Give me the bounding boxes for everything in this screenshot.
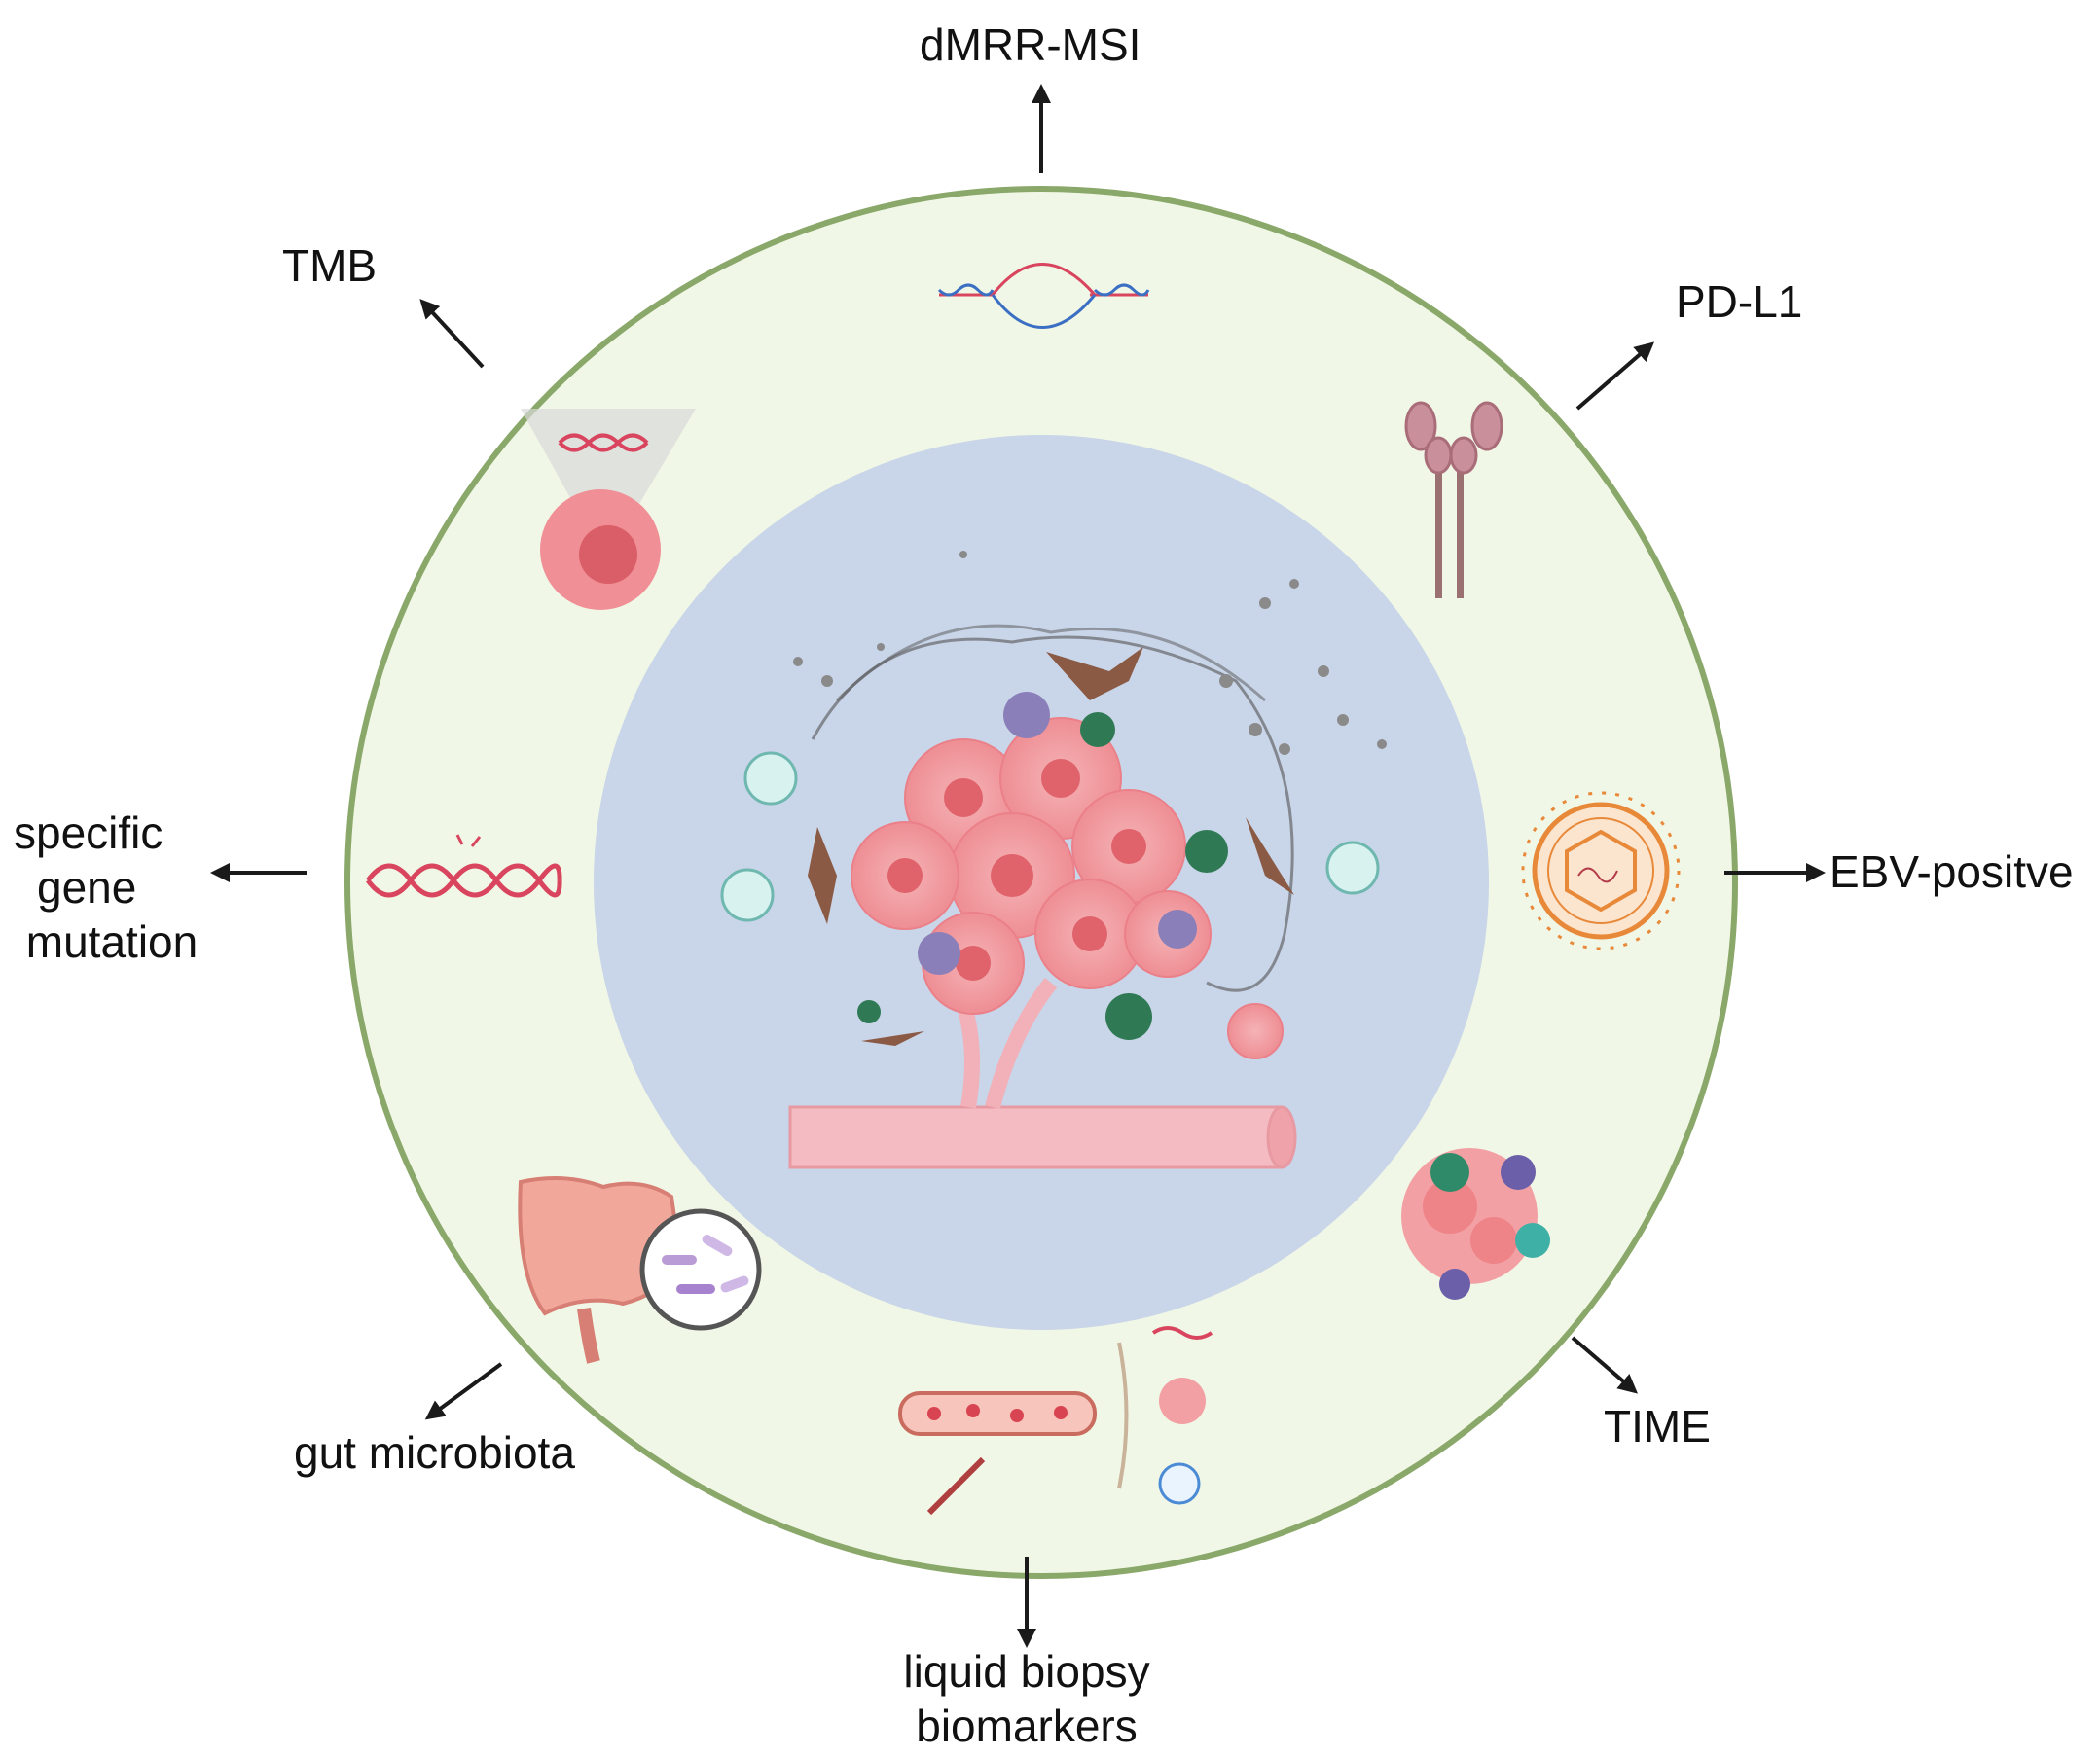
label-gut-microbiota: gut microbiota — [294, 1427, 575, 1478]
label-liquid-biopsy-biomarkers: liquid biopsy biomarkers — [876, 1644, 1177, 1753]
label-specific-gene-mutation: specific gene mutation — [14, 806, 198, 969]
arrow-tmb — [419, 299, 485, 369]
arrow-gut-microbiota — [424, 1362, 503, 1420]
label-time: TIME — [1604, 1401, 1711, 1452]
pd-l1-antibody-icon — [1404, 401, 1503, 598]
gut-microbiota-icon — [518, 1176, 762, 1364]
label-pd-l1: PD-L1 — [1676, 276, 1803, 327]
label-ebv-positive: EBV-positve — [1829, 846, 2074, 897]
label-liquid-biopsy-line2: biomarkers — [916, 1701, 1138, 1751]
label-tmb: TMB — [282, 240, 378, 291]
tumor-microenvironment — [720, 551, 1387, 1169]
tumor-cell-dna-icon — [521, 409, 696, 610]
arrows — [210, 84, 1826, 1648]
label-specific-gene-mutation-line3: mutation — [14, 916, 199, 967]
blood-vessel — [788, 1105, 1284, 1169]
label-liquid-biopsy-line1: liquid biopsy — [903, 1646, 1150, 1697]
time-tumor-immune-icon — [1401, 1148, 1550, 1300]
arrow-pd-l1 — [1575, 341, 1655, 411]
label-dmmr-msi: dMRR-MSI — [920, 19, 1141, 70]
arrow-time — [1571, 1336, 1639, 1394]
dna-mismatch-icon — [937, 263, 1150, 329]
mutated-dna-icon — [365, 834, 562, 898]
label-specific-gene-mutation-line2: gene — [37, 862, 137, 913]
ebv-virus-icon — [1521, 791, 1681, 950]
label-specific-gene-mutation-line1: specific — [14, 807, 163, 858]
liquid-biopsy-icon — [898, 1326, 1213, 1516]
